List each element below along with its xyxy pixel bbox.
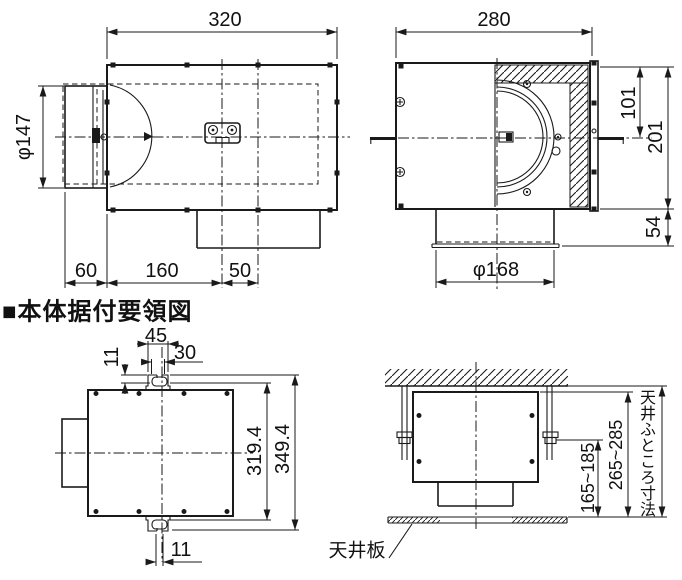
hanger-nut-left [398,436,411,445]
ceiling-board-label: 天井板 [328,540,385,562]
vertical-centerlines [221,59,259,288]
extension-lines [121,341,299,566]
terminal-box-notch [215,136,230,143]
outlet-collar [435,209,555,244]
damper-shaft-block [92,128,100,143]
case-screw-icon [394,166,406,178]
dim-11-bottom-label: 11 [171,539,192,561]
dim-50-label: 50 [229,260,251,282]
terminal-screw-dot [211,128,215,132]
case-screw-cross [397,99,403,105]
front-view: 280 101 201 54 φ168 [370,9,674,292]
terminal-screw-dot [230,128,234,132]
case-screw-cross [397,169,403,175]
hanger-bolts [401,386,553,460]
bellmouth-inner-arc [496,90,544,184]
mounting-tab-left [370,137,396,140]
case-screw-icon [394,96,406,108]
panel-screw-dot [525,82,529,86]
dim-phi147-label: φ147 [13,114,35,160]
casing-notch [551,146,561,156]
dim-11-top-label: 11 [101,347,123,368]
dim-265-285-label: 265~285 [606,420,626,491]
top-insulation-hatch [494,64,589,84]
hanger-washer-left [396,431,413,439]
collar-lip [431,243,560,249]
cover-pin [591,128,597,134]
panel-screw-icon [522,79,532,89]
hanger-slot-top [151,376,168,387]
terminal-screw-icon [207,124,219,136]
side-cover-plate [589,60,599,212]
terminal-box [204,122,241,144]
install-plan-view: 45 30 11 319.4 349.4 11 [55,325,299,566]
ceiling-board-hatch-left [388,517,440,523]
mounting-tab-right [598,137,624,140]
dim-201-label: 201 [645,120,667,153]
hanger-slot-opening-top [156,375,163,378]
extension-lines [38,27,338,288]
motor-shaft-end [506,133,512,141]
side-insulation-hatch [569,82,589,208]
dim-60-label: 60 [75,260,97,282]
bellmouth-outer-arc [496,86,548,188]
panel-screw-icon [522,187,532,197]
dim-165-185-label: 165~185 [578,443,598,514]
panel-screw-dot [525,190,529,194]
extension-lines [540,385,667,518]
ceiling-board-leader [388,523,413,559]
ceiling-board-hatch-right [512,517,567,523]
install-section-view: 天井板 165~185 265~285 [328,362,667,562]
section-heading: ■本体据付要領図 [2,298,193,326]
outlet-collar [196,210,321,249]
ceiling-board [387,516,568,524]
terminal-screw-icon [226,124,238,136]
hanger-slot-bottom [151,519,168,530]
dim-101-label: 101 [618,86,640,119]
dim-160-label: 160 [145,260,178,282]
scroll-casing-arc [496,79,555,195]
panel-screw-icon [554,133,562,141]
dim-phi168-label: φ168 [473,259,519,281]
dim-280-label: 280 [477,9,510,31]
inner-hidden-outline [62,83,319,185]
dim-54-label: 54 [643,216,665,238]
ceiling-plenum-label: 天井ふところ寸法 [637,389,654,517]
dim-45-label: 45 [145,325,167,347]
dim-30-label: 30 [174,342,196,364]
hanger-washer-right [542,431,559,439]
dim-319-label: 319.4 [244,426,266,476]
plan-view: 320 φ147 60 160 50 [13,9,350,288]
hanger-bracket-bottom [145,516,171,532]
motor-shaft [498,131,514,143]
dim-320-label: 320 [208,9,241,31]
hanger-slot-opening-bottom [156,528,163,531]
hanger-bracket-top [145,374,171,390]
dim-349-label: 349.4 [272,424,294,474]
